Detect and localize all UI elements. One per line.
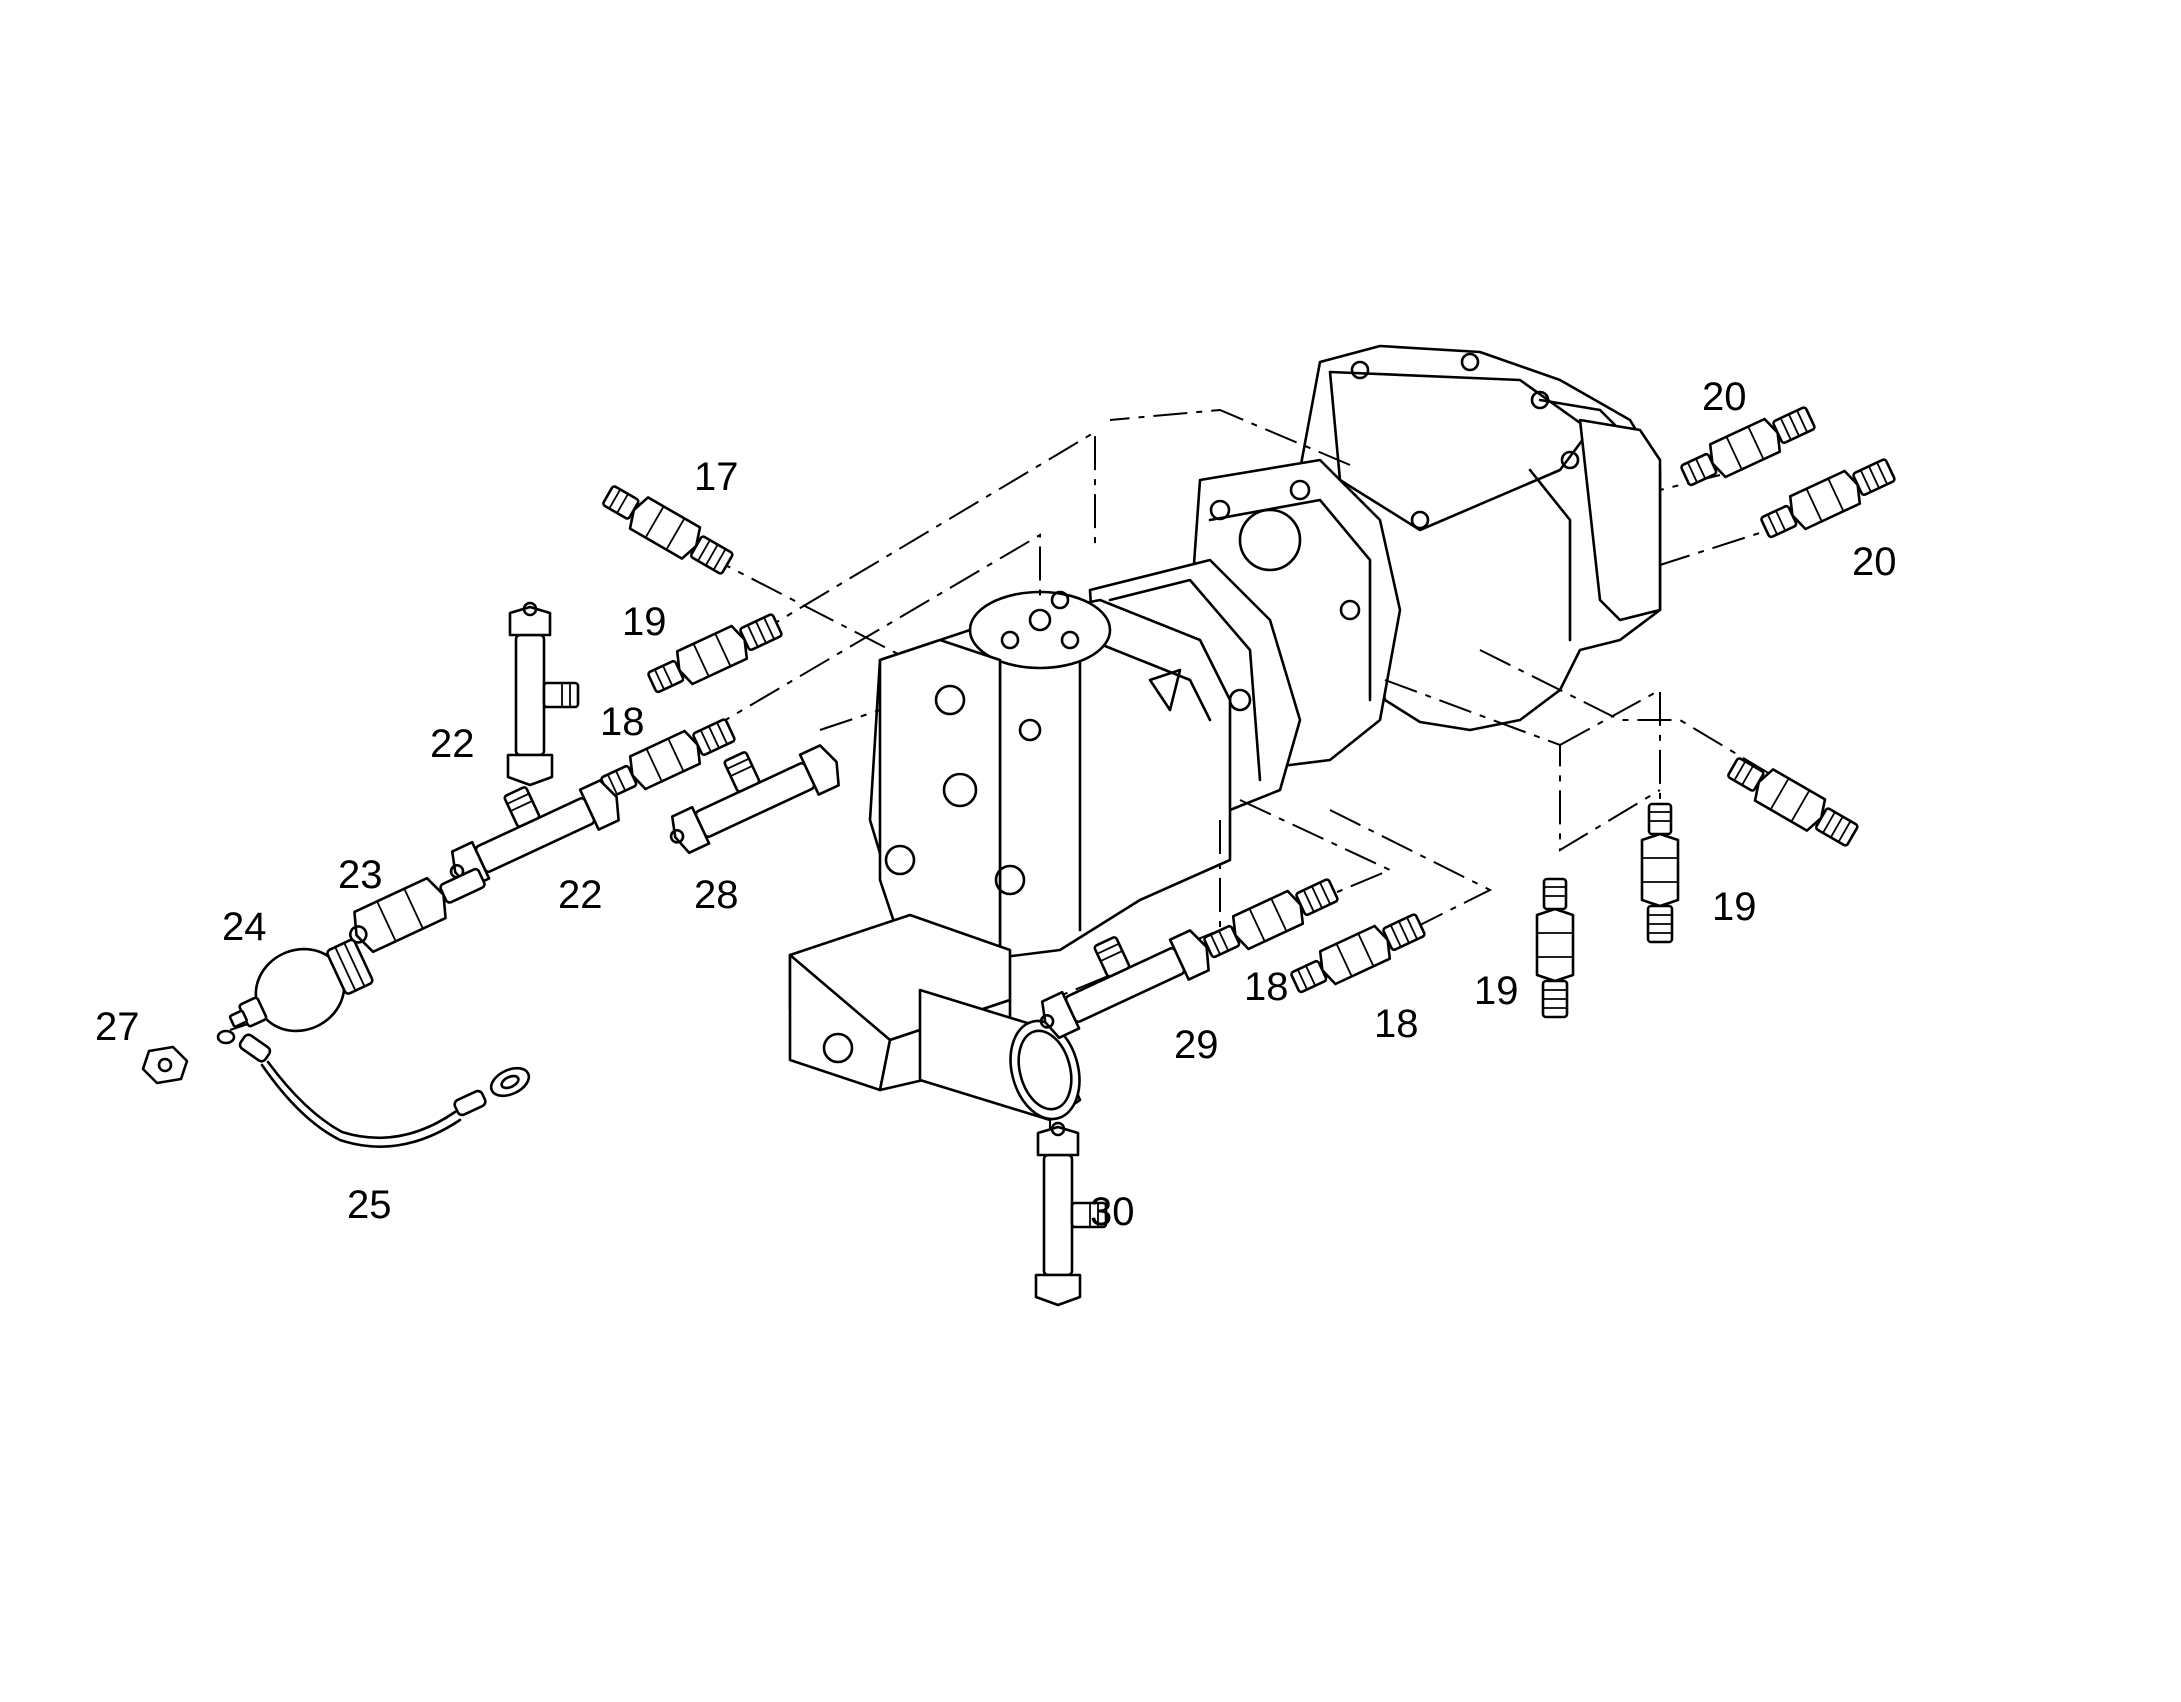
- callout-28: 28: [694, 873, 739, 917]
- callout-29: 29: [1174, 1023, 1219, 1067]
- callout-24: 24: [222, 905, 267, 949]
- callout-18: 18: [1374, 1002, 1419, 1046]
- callout-25: 25: [347, 1183, 392, 1227]
- pump-assembly: [788, 344, 1662, 1122]
- callout-19: 19: [622, 600, 667, 644]
- callout-22: 22: [430, 722, 475, 766]
- callout-20: 20: [1702, 375, 1747, 419]
- callout-27: 27: [95, 1005, 140, 1049]
- callout-23: 23: [338, 853, 383, 897]
- pressure-switch-24: [228, 938, 374, 1033]
- nut-27: [141, 1045, 189, 1085]
- callout-19: 19: [1712, 885, 1757, 929]
- callouts: 17 19 18 22 22 23 24 27 25 28 20 20 19 1…: [95, 375, 1897, 1234]
- callout-22: 22: [558, 873, 603, 917]
- cable-25: [216, 1029, 531, 1148]
- callout-19: 19: [1474, 969, 1519, 1013]
- adapter-23: [349, 867, 486, 954]
- callout-17: 17: [694, 455, 739, 499]
- callout-20: 20: [1852, 540, 1897, 584]
- callout-18: 18: [1244, 965, 1289, 1009]
- loose-parts: [141, 399, 1900, 1307]
- callout-30: 30: [1090, 1190, 1135, 1234]
- callout-18: 18: [600, 700, 645, 744]
